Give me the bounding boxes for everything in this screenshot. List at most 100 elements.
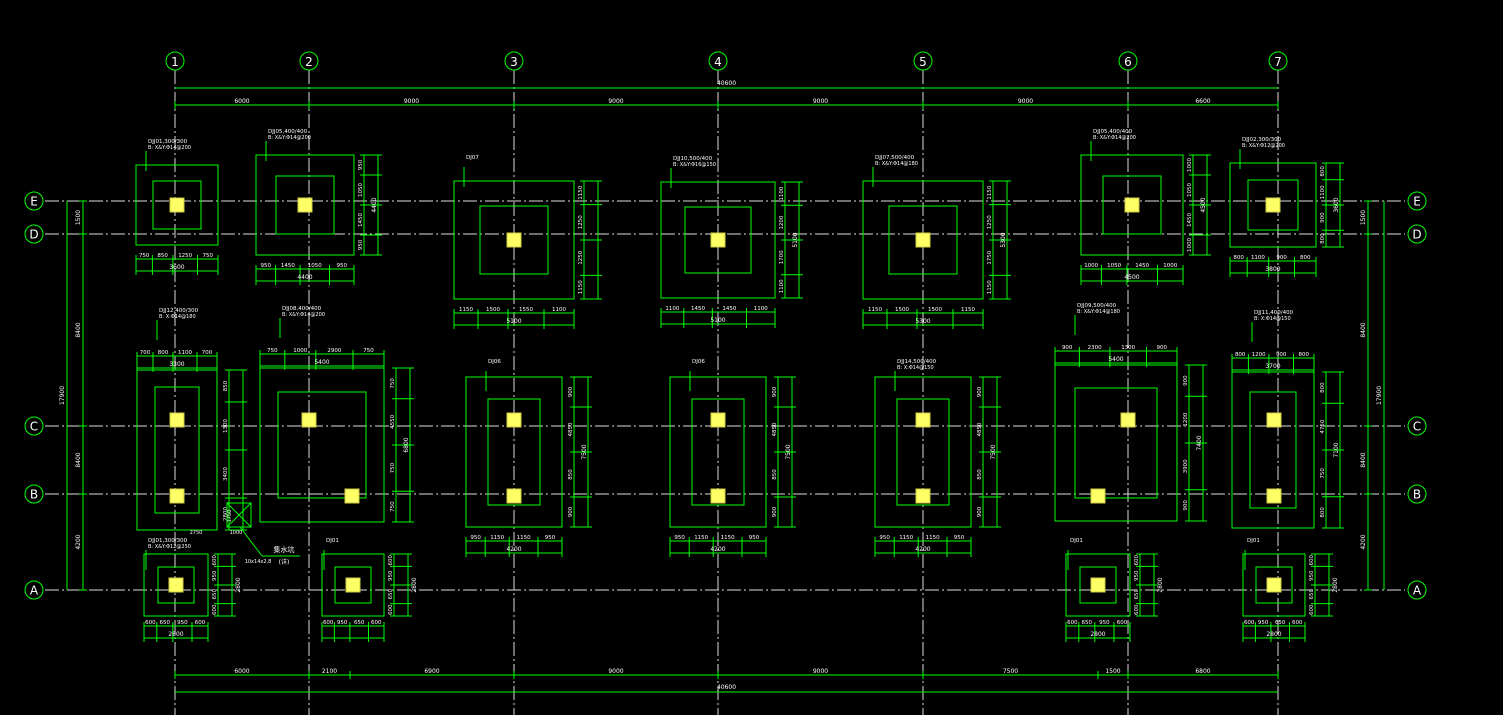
dimension-total: 5400	[1108, 356, 1123, 363]
dimension-value: 1450	[358, 213, 364, 227]
dimension-value: 650	[160, 620, 171, 626]
dimension-value: 850	[977, 469, 983, 480]
dimension-value: 1150	[987, 280, 993, 294]
dimension-value: 650	[388, 589, 394, 600]
dimension-value: 1100	[754, 306, 768, 312]
column-stub	[345, 577, 361, 593]
dimension-value: 1300	[1121, 345, 1135, 351]
dimension-value: 1000	[1163, 263, 1177, 269]
dimension-value: 1250	[578, 215, 584, 229]
dimension-value: 800	[1320, 382, 1326, 393]
row-axis-label: D	[29, 228, 38, 242]
dimension-value: 700	[202, 350, 213, 356]
dimension-value: 1750	[987, 250, 993, 264]
footing-label: DJ01	[1070, 538, 1083, 544]
dimension-value: 4200	[1360, 534, 1367, 549]
dimension-value: 750	[267, 348, 278, 354]
dimension-value: 650	[1082, 620, 1093, 626]
dimension-value: 1450	[281, 263, 295, 269]
dimension-value: 9000	[608, 98, 623, 105]
row-axis-bubble	[24, 580, 44, 600]
dimension-value: 600	[1117, 620, 1128, 626]
column-axis-bubble	[1268, 51, 1288, 71]
column-stub	[710, 412, 726, 428]
dimension-total: 2800	[1266, 631, 1281, 638]
footing-note: B: X&Y:Φ14@180	[875, 161, 918, 167]
footing-step	[1249, 391, 1297, 509]
dimension-value: 800	[1300, 255, 1311, 261]
dimension-value: 4850	[568, 422, 574, 436]
column-stub	[506, 488, 522, 504]
dimension-value: 600	[323, 620, 334, 626]
column-stub	[710, 488, 726, 504]
dimension-value: 4200	[75, 534, 82, 549]
dimension-total: 40600	[717, 80, 736, 87]
row-axis-label: B	[1413, 488, 1421, 502]
dimension-value: 1100	[1320, 185, 1326, 199]
dimension-value: 750	[1320, 468, 1326, 479]
dimension-value: 1100	[1251, 255, 1265, 261]
sump-pit-outline	[226, 502, 252, 528]
column-axis-label: 4	[714, 55, 722, 69]
footing-note: B: X&Y:Φ16@150	[673, 162, 716, 168]
dimension-total: 4200	[915, 546, 930, 553]
footing-outline	[1080, 154, 1184, 256]
dimension-value: 950	[358, 239, 364, 250]
dimension-value: 1150	[868, 307, 882, 313]
dimension-value: 650	[1309, 589, 1315, 600]
dimension-value: 7500	[1003, 668, 1018, 675]
dimension-total: 3300	[169, 361, 184, 368]
dimension-value: 1150	[578, 185, 584, 199]
footing-step	[1102, 175, 1162, 235]
row-axis-label: D	[1412, 228, 1421, 242]
dimension-value: 900	[1276, 255, 1287, 261]
dimension-value: 950	[358, 159, 364, 170]
row-axis-label: E	[30, 195, 38, 209]
dimension-value: 600	[1244, 620, 1255, 626]
dimension-total: 7100	[1333, 442, 1340, 457]
dimension-value: 900	[1320, 212, 1326, 223]
column-axis-label: 5	[919, 55, 927, 69]
dimension-value: 900	[1157, 345, 1168, 351]
dimension-value: 800	[1320, 166, 1326, 177]
dimension-value: 1000	[1187, 238, 1193, 252]
column-axis-bubble	[504, 51, 524, 71]
row-axis-bubble	[1407, 416, 1427, 436]
footing-outline	[259, 367, 385, 523]
pit-sub: (详)	[279, 558, 290, 566]
dimension-value: 950	[1134, 570, 1140, 581]
dimension-value: 900	[568, 506, 574, 517]
footing-note: B: X&Y:Φ14@200	[148, 145, 191, 151]
column-stub	[506, 232, 522, 248]
footing-step	[1074, 387, 1158, 499]
dimension-value: 1100	[552, 307, 566, 313]
dimension-value: 1250	[987, 215, 993, 229]
column-stub	[169, 488, 185, 504]
dimension-value: 950	[261, 263, 272, 269]
column-stub	[1124, 197, 1140, 213]
dimension-value: 900	[1183, 375, 1189, 386]
footing-step	[275, 175, 335, 235]
footing-step	[152, 180, 202, 230]
dimension-value: 950	[337, 263, 348, 269]
footing-note: B: X&Y:Φ12@200	[1242, 143, 1285, 149]
dimension-value: 1100	[779, 186, 785, 200]
footing-step	[888, 205, 958, 275]
dimension-value: 1050	[358, 183, 364, 197]
dimension-value: 1500	[928, 307, 942, 313]
row-axis-bubble	[1407, 191, 1427, 211]
dimension-value: 8400	[1360, 322, 1367, 337]
dimension-value: 950	[879, 535, 890, 541]
dimension-total: 17900	[59, 386, 66, 405]
dimension-value: 600	[1292, 620, 1303, 626]
dimension-value: 1150	[961, 307, 975, 313]
pit-dimension: 10x14x2.8	[245, 559, 272, 565]
dimension-value: 3900	[1183, 459, 1189, 473]
dimension-value: 600	[1067, 620, 1078, 626]
footing-outline	[136, 369, 218, 531]
dimension-value: 1050	[308, 263, 322, 269]
dimension-value: 4750	[1320, 419, 1326, 433]
column-stub	[1090, 577, 1106, 593]
row-axis-label: C	[30, 420, 38, 434]
